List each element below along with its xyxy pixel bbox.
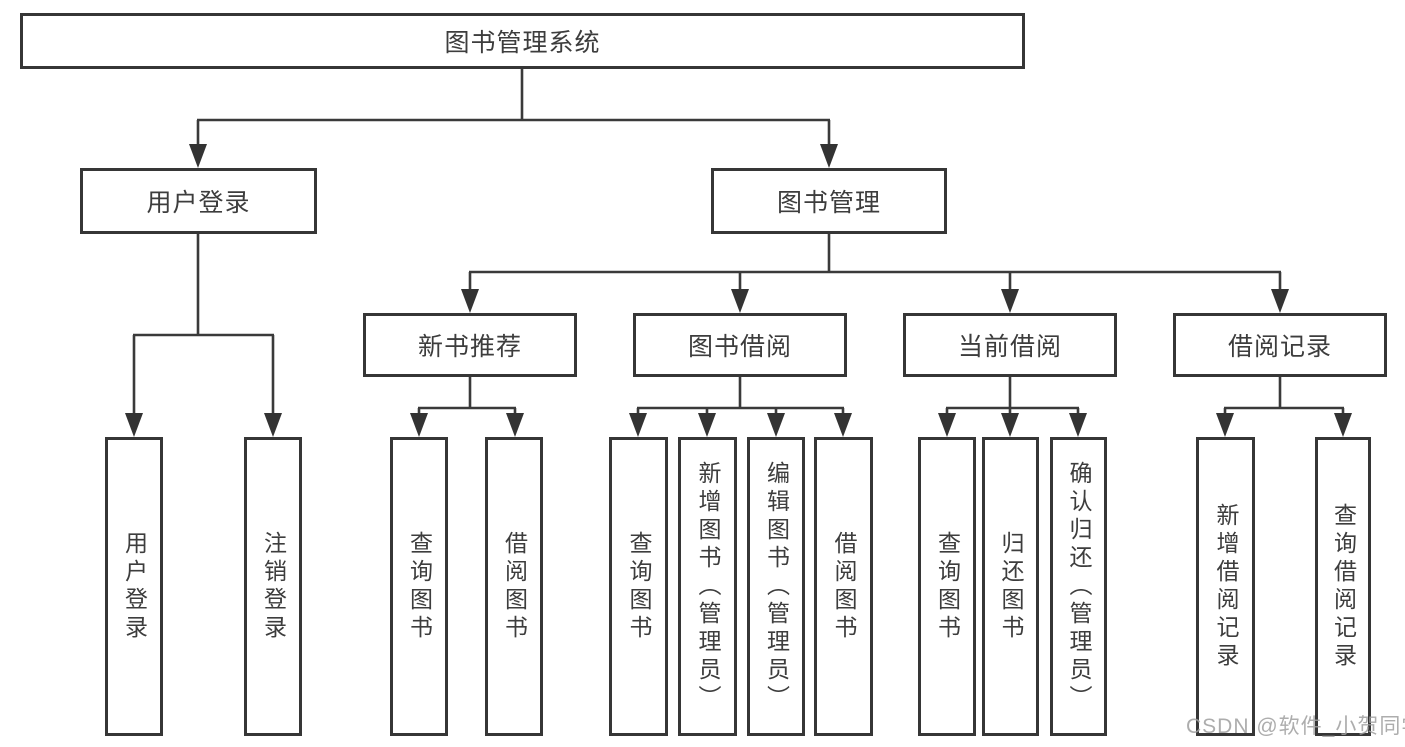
node-book-management: 图书管理 bbox=[711, 168, 947, 234]
node-book-borrow-label: 图书借阅 bbox=[687, 333, 792, 361]
connector-borrow-record-to-leaves bbox=[1223, 377, 1345, 416]
leaf-query-borrow-record-label: 查询借阅记录 bbox=[1330, 502, 1357, 671]
node-root-system: 图书管理系统 bbox=[20, 13, 1025, 69]
leaf-borrow-books-recommend-label: 借阅图书 bbox=[501, 530, 528, 643]
leaf-borrow-books: 借阅图书 bbox=[814, 437, 873, 736]
arrowhead bbox=[1334, 413, 1352, 437]
leaf-return-books: 归还图书 bbox=[982, 437, 1039, 736]
leaf-query-books-current-label: 查询图书 bbox=[934, 530, 961, 643]
leaf-query-books-current: 查询图书 bbox=[918, 437, 976, 736]
node-current-borrow-label: 当前借阅 bbox=[957, 333, 1062, 361]
arrowhead bbox=[820, 144, 838, 168]
csdn-watermark: CSDN @软件_小贺同学 bbox=[1186, 715, 1405, 738]
arrowhead bbox=[410, 413, 428, 437]
arrowhead bbox=[698, 413, 716, 437]
leaf-add-books-admin: 新增图书（管理员） bbox=[678, 437, 737, 736]
leaf-query-books-recommend-label: 查询图书 bbox=[406, 530, 433, 643]
arrowhead bbox=[506, 413, 524, 437]
leaf-query-books-borrow: 查询图书 bbox=[609, 437, 668, 736]
connector-book-borrow-to-leaves bbox=[636, 377, 845, 416]
arrowheads bbox=[125, 144, 1352, 437]
node-book-management-label: 图书管理 bbox=[776, 189, 881, 217]
leaf-add-books-admin-label: 新增图书（管理员） bbox=[695, 460, 721, 713]
arrowhead bbox=[1271, 289, 1289, 313]
connector-user-login-to-leaves bbox=[132, 234, 275, 416]
leaf-user-login: 用户登录 bbox=[105, 437, 163, 736]
node-borrow-record-label: 借阅记录 bbox=[1227, 333, 1332, 361]
arrowhead bbox=[767, 413, 785, 437]
leaf-logout: 注销登录 bbox=[244, 437, 302, 736]
leaf-confirm-return-admin-label: 确认归还（管理员） bbox=[1066, 460, 1092, 713]
arrowhead bbox=[1001, 413, 1019, 437]
leaf-confirm-return-admin: 确认归还（管理员） bbox=[1050, 437, 1107, 736]
arrowhead bbox=[1069, 413, 1087, 437]
arrowhead bbox=[938, 413, 956, 437]
arrowhead bbox=[1216, 413, 1234, 437]
node-root-system-label: 图书管理系统 bbox=[444, 29, 601, 57]
arrowhead bbox=[629, 413, 647, 437]
leaf-add-borrow-record-label: 新增借阅记录 bbox=[1213, 502, 1239, 671]
arrowhead bbox=[264, 413, 282, 437]
leaf-query-books-borrow-label: 查询图书 bbox=[626, 530, 652, 643]
arrowhead bbox=[125, 413, 143, 437]
node-user-login-label: 用户登录 bbox=[146, 189, 251, 217]
leaf-return-books-label: 归还图书 bbox=[998, 530, 1024, 643]
arrowhead bbox=[189, 144, 207, 168]
leaf-borrow-books-label: 借阅图书 bbox=[831, 530, 857, 643]
arrowhead bbox=[1001, 289, 1019, 313]
node-current-borrow: 当前借阅 bbox=[903, 313, 1117, 377]
arrowhead bbox=[461, 289, 479, 313]
leaf-query-books-recommend: 查询图书 bbox=[390, 437, 448, 736]
connector-current-borrow-to-leaves bbox=[945, 377, 1080, 416]
node-borrow-record: 借阅记录 bbox=[1173, 313, 1387, 377]
arrowhead bbox=[834, 413, 852, 437]
leaf-query-borrow-record: 查询借阅记录 bbox=[1315, 437, 1371, 736]
node-user-login: 用户登录 bbox=[80, 168, 317, 234]
connector-root-to-level2 bbox=[196, 69, 831, 147]
connector-new-book-rec-to-leaves bbox=[417, 377, 517, 416]
leaf-edit-books-admin-label: 编辑图书（管理员） bbox=[763, 460, 790, 713]
leaf-logout-label: 注销登录 bbox=[260, 530, 287, 643]
arrowhead bbox=[731, 289, 749, 313]
node-book-borrow: 图书借阅 bbox=[633, 313, 847, 377]
node-new-book-recommend-label: 新书推荐 bbox=[417, 333, 522, 361]
connector-book-mgmt-to-level3 bbox=[468, 234, 1282, 292]
leaf-borrow-books-recommend: 借阅图书 bbox=[485, 437, 543, 736]
node-new-book-recommend: 新书推荐 bbox=[363, 313, 577, 377]
leaf-add-borrow-record: 新增借阅记录 bbox=[1196, 437, 1255, 736]
leaf-user-login-label: 用户登录 bbox=[121, 530, 148, 643]
leaf-edit-books-admin: 编辑图书（管理员） bbox=[747, 437, 805, 736]
